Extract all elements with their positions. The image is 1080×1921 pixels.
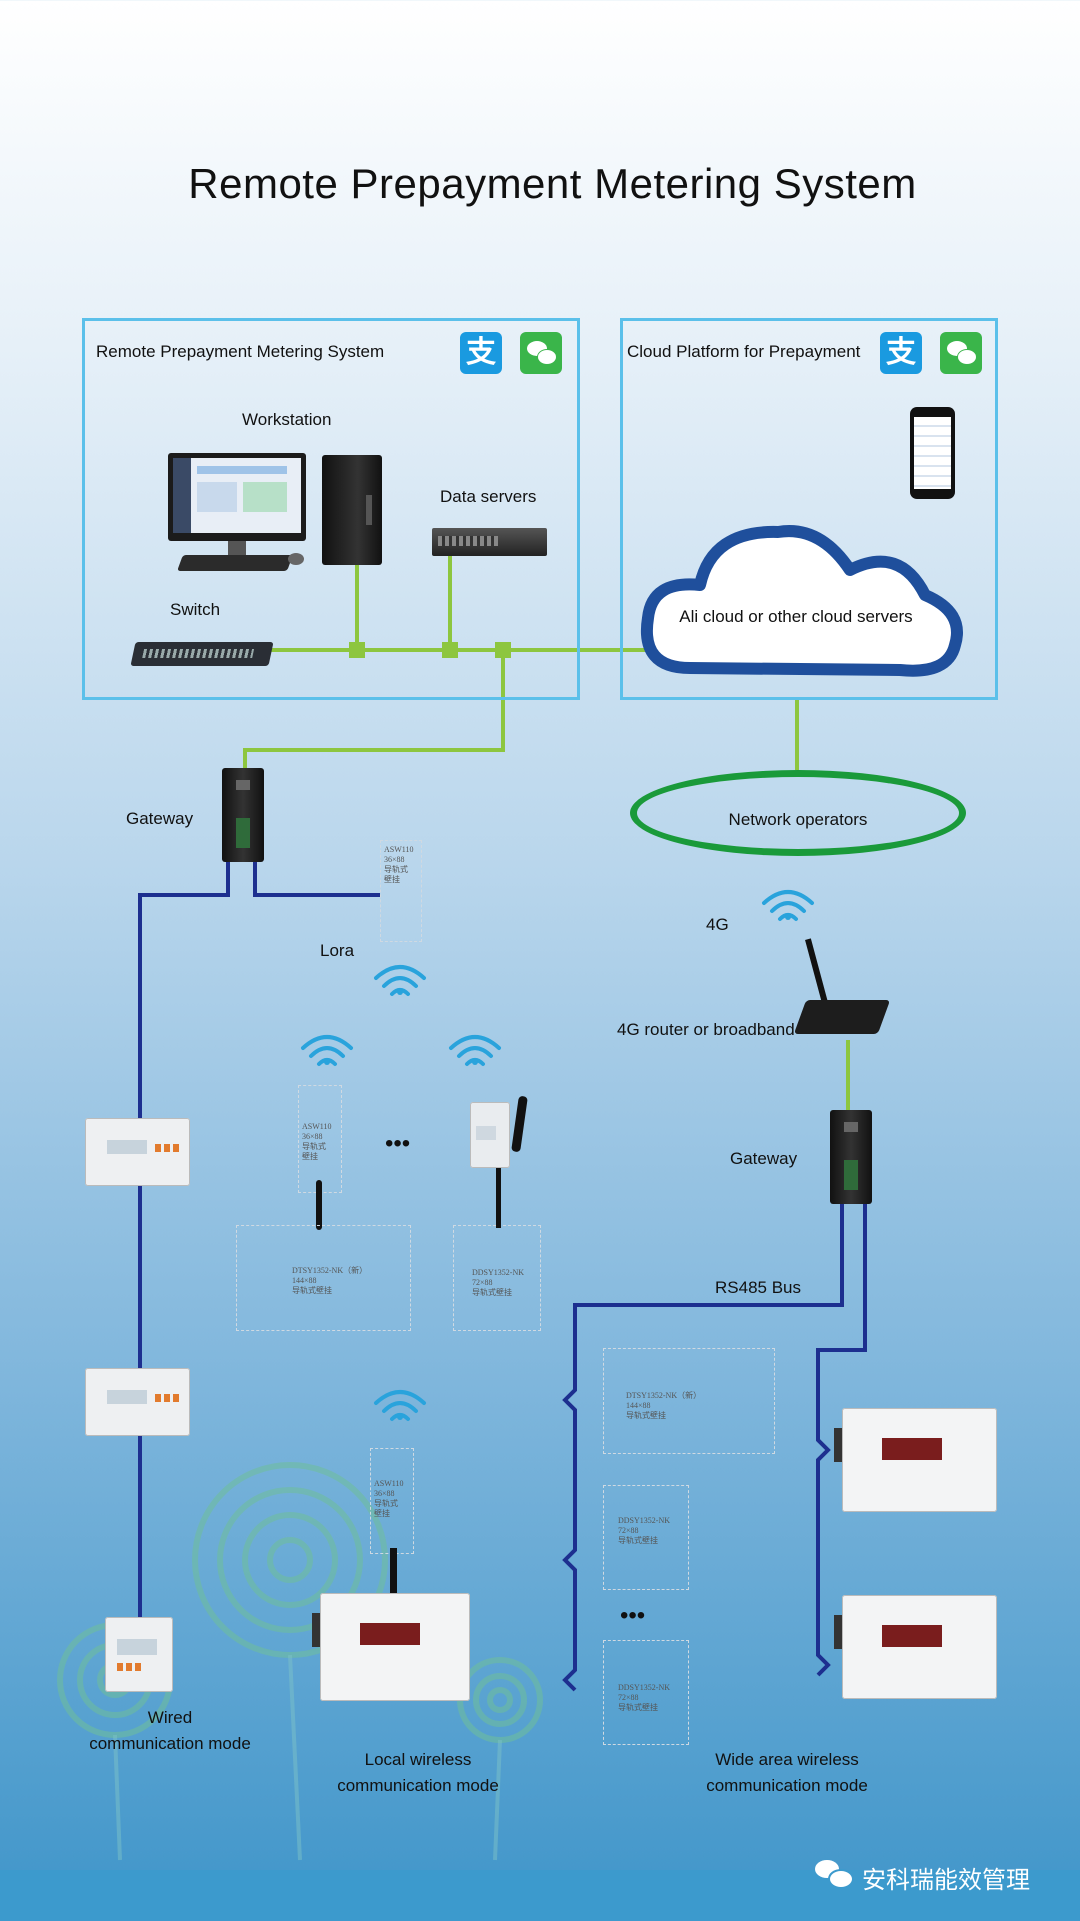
workstation-label: Workstation [242,410,332,429]
lora-label: Lora [320,941,355,960]
workstation-tower [322,455,382,565]
wired-bus [138,860,230,1620]
gateway-left-label: Gateway [126,809,194,828]
asw110-tag-mid: ASW110 36×88 导轨式 壁挂 [298,1085,342,1193]
smartphone [910,407,955,499]
wired-meter-1 [85,1118,190,1186]
rs485-bus-left [562,1200,844,1692]
gateway-right-device [830,1110,872,1204]
cloud-platform-label: Cloud Platform for Prepayment [627,342,861,361]
local-wireless-meter [312,1593,470,1701]
wired-mode-label: Wired communication mode [89,1708,251,1753]
mouse [288,553,304,565]
system-panel-label: Remote Prepayment Metering System [96,342,385,361]
ddsy1352-tag-right-1: DDSY1352-NK 72×88 导轨式壁挂 [603,1485,689,1590]
antenna [316,1180,322,1230]
wechat-icon[interactable] [520,332,562,374]
switch-label: Switch [170,600,221,619]
wired-meter-3 [105,1617,173,1692]
dtsy1352-tag-right: DTSY1352-NK（新） 144×88 导轨式壁挂 [603,1348,775,1454]
rs485-label: RS485 Bus [715,1278,801,1297]
ddsy-wireless-meter [470,1102,510,1168]
workstation-monitor [168,453,306,541]
asw110-tag-bottom: ASW110 36×88 导轨式 壁挂 [370,1448,414,1554]
wide-area-mode-label: Wide area wireless communication mode [706,1750,868,1795]
local-wireless-mode-label: Local wireless communication mode [337,1750,499,1795]
asw110-tag-top: ASW110 36×88 导轨式 壁挂 [380,840,422,942]
wired-meter-2 [85,1368,190,1436]
network-operators-ring [630,770,966,856]
footer-band [0,1870,1080,1921]
alipay-icon[interactable]: 支 [460,332,502,374]
network-operators-label: Network operators [728,810,868,829]
router-label: 4G router or broadband [617,1020,795,1039]
wechat-icon [815,1858,854,1889]
wechat-icon[interactable] [940,332,982,374]
gateway-right-label: Gateway [730,1149,798,1168]
gateway-left-device [222,768,264,862]
data-servers-label: Data servers [440,487,537,506]
wide-area-meter-1 [834,1408,997,1512]
ddsy1352-tag-right-2: DDSY1352-NK 72×88 导轨式壁挂 [603,1640,689,1745]
cloud-platform-panel [620,318,998,700]
ellipsis: ••• [385,1130,411,1157]
cloud-servers-label: Ali cloud or other cloud servers [679,607,913,626]
rs485-bus-right [816,1200,867,1677]
alipay-icon[interactable]: 支 [880,332,922,374]
4g-router [793,1000,891,1034]
dtsy1352-tag-left: DTSY1352-NK（新） 144×88 导轨式壁挂 [236,1225,411,1331]
fourg-label: 4G [706,915,729,934]
ellipsis: ••• [620,1602,646,1629]
data-server [432,528,547,556]
page-title: Remote Prepayment Metering System [188,160,917,207]
wide-area-meter-2 [834,1595,997,1699]
watermark-text: 安科瑞能效管理 [862,1867,1030,1894]
system-panel [82,318,580,700]
ddsy1352-tag-left: DDSY1352-NK 72×88 导轨式壁挂 [453,1225,541,1331]
